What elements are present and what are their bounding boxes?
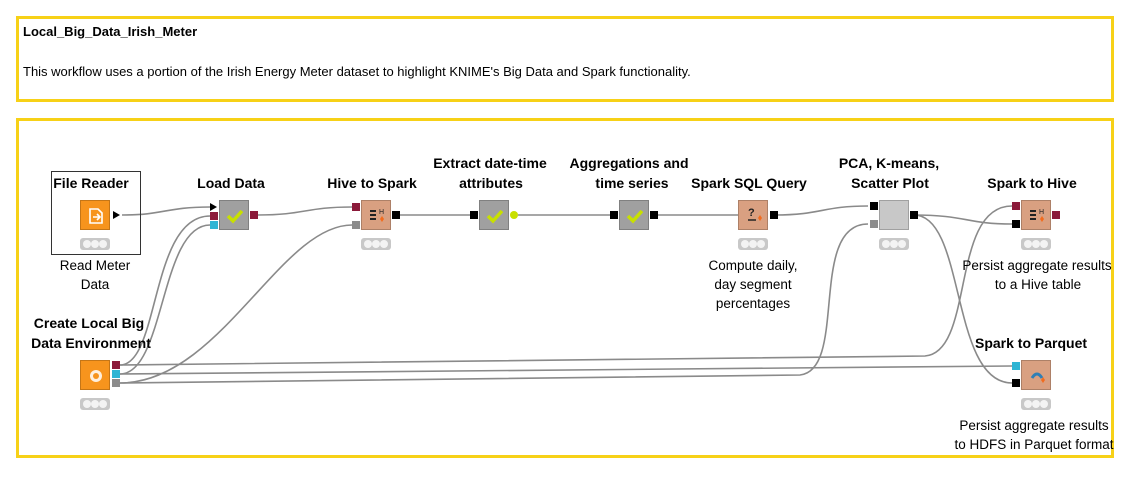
aggregations-title-line1: Aggregations and bbox=[569, 155, 689, 171]
extract-dt-output-port[interactable] bbox=[510, 211, 518, 219]
spark-to-parquet-input-data[interactable] bbox=[1012, 379, 1020, 387]
spark-sql-icon: ? bbox=[748, 207, 762, 221]
load-data-input-port-data[interactable] bbox=[210, 203, 217, 211]
file-reader-icon bbox=[89, 208, 103, 224]
file-reader-description-line1: Read Meter bbox=[59, 258, 131, 273]
connection-env-db-to-load-data bbox=[119, 215, 211, 366]
pca-input-port-spark[interactable] bbox=[870, 220, 878, 228]
hive-to-spark-title: Hive to Spark bbox=[327, 175, 417, 191]
svg-text:H: H bbox=[1039, 209, 1044, 216]
spark-to-hive-status-indicator bbox=[1021, 238, 1051, 250]
spark-sql-status-indicator bbox=[738, 238, 768, 250]
spark-to-hive-description-line2: to a Hive table bbox=[994, 277, 1082, 292]
load-data-input-port-hdfs[interactable] bbox=[210, 221, 218, 229]
pca-output-port[interactable] bbox=[910, 211, 918, 219]
svg-text:?: ? bbox=[748, 207, 755, 219]
aggregations-input-port[interactable] bbox=[610, 211, 618, 219]
create-env-title-line1: Create Local Big bbox=[33, 315, 145, 331]
spark-to-hive-input-data[interactable] bbox=[1012, 220, 1020, 228]
pca-status-indicator bbox=[879, 238, 909, 250]
load-data-input-port-db[interactable] bbox=[210, 212, 218, 220]
create-env-status-indicator bbox=[80, 398, 110, 410]
extract-dt-input-port[interactable] bbox=[470, 211, 478, 219]
spark-to-hive-input-db[interactable] bbox=[1012, 202, 1020, 210]
metanode-check-icon bbox=[226, 209, 244, 224]
pca-kmeans-scatter-metanode[interactable] bbox=[879, 200, 909, 230]
spark-sql-description-line3: percentages bbox=[715, 296, 791, 311]
aggregations-title-line2: time series bbox=[595, 175, 669, 191]
spark-sql-output-port[interactable] bbox=[770, 211, 778, 219]
hive-to-spark-input-db[interactable] bbox=[352, 203, 360, 211]
hive-to-spark-output-port[interactable] bbox=[392, 211, 400, 219]
spark-sql-description-line2: day segment bbox=[714, 277, 792, 292]
hive-to-spark-icon: H bbox=[370, 209, 384, 222]
connection-env-hdfs-to-spark-to-parquet bbox=[119, 365, 1013, 375]
file-reader-output-port[interactable] bbox=[113, 211, 120, 219]
connection-env-spark-to-pca bbox=[119, 223, 869, 384]
connection-load-data-to-hive-to-spark bbox=[257, 206, 353, 216]
spark-to-parquet-status-indicator bbox=[1021, 398, 1051, 410]
spark-sql-description-line1: Compute daily, bbox=[708, 258, 798, 273]
create-env-title-line2: Data Environment bbox=[31, 335, 151, 351]
spark-to-hive-icon: H bbox=[1030, 209, 1044, 222]
load-data-metanode[interactable] bbox=[219, 200, 249, 230]
spark-to-parquet-description-line2: to HDFS in Parquet format bbox=[954, 437, 1114, 452]
metanode-empty-icon bbox=[880, 201, 910, 231]
svg-text:H: H bbox=[379, 209, 384, 216]
create-local-big-data-environment-node[interactable] bbox=[80, 360, 110, 390]
aggregations-output-port[interactable] bbox=[650, 211, 658, 219]
connection-file-reader-to-load-data bbox=[121, 206, 211, 216]
connection-env-spark-to-hive-to-spark bbox=[119, 224, 353, 384]
file-reader-node[interactable] bbox=[80, 200, 110, 230]
file-reader-status-indicator bbox=[80, 238, 110, 250]
spark-to-parquet-node[interactable] bbox=[1021, 360, 1051, 390]
file-reader-description-line2: Data bbox=[80, 277, 110, 292]
spark-to-parquet-input-hdfs[interactable] bbox=[1012, 362, 1020, 370]
connection-pca-to-spark-to-parquet bbox=[913, 214, 1013, 384]
create-env-spark-port[interactable] bbox=[112, 379, 120, 387]
create-env-db-port[interactable] bbox=[112, 361, 120, 369]
extract-dt-title-line2: attributes bbox=[459, 175, 523, 191]
spark-to-hive-title: Spark to Hive bbox=[987, 175, 1077, 191]
load-data-output-port-db[interactable] bbox=[250, 211, 258, 219]
extract-dt-title-line1: Extract date-time bbox=[433, 155, 547, 171]
connection-pca-to-spark-to-hive bbox=[913, 214, 1013, 225]
pca-input-port-data[interactable] bbox=[870, 202, 878, 210]
connection-spark-sql-to-pca bbox=[774, 205, 869, 216]
hive-to-spark-node[interactable]: H bbox=[361, 200, 391, 230]
workflow-area-annotation[interactable] bbox=[16, 118, 1114, 458]
file-reader-title: File Reader bbox=[53, 175, 129, 191]
spark-sql-title: Spark SQL Query bbox=[691, 175, 807, 191]
aggregations-metanode[interactable] bbox=[619, 200, 649, 230]
spark-to-hive-description-line1: Persist aggregate results bbox=[962, 258, 1112, 273]
annotation-description: This workflow uses a portion of the Iris… bbox=[23, 64, 691, 79]
hive-to-spark-input-spark[interactable] bbox=[352, 221, 360, 229]
workflow-description-annotation[interactable]: Local_Big_Data_Irish_Meter This workflow… bbox=[16, 16, 1114, 102]
annotation-title: Local_Big_Data_Irish_Meter bbox=[23, 24, 198, 39]
extract-date-time-metanode[interactable] bbox=[479, 200, 509, 230]
pca-title-line2: Scatter Plot bbox=[851, 175, 929, 191]
spark-to-hive-output-db[interactable] bbox=[1052, 211, 1060, 219]
metanode-check-icon bbox=[626, 209, 644, 224]
pca-title-line1: PCA, K-means, bbox=[838, 155, 940, 171]
hive-to-spark-status-indicator bbox=[361, 238, 391, 250]
create-local-big-data-icon bbox=[90, 370, 102, 382]
metanode-check-icon bbox=[486, 209, 504, 224]
spark-sql-query-node[interactable]: ? bbox=[738, 200, 768, 230]
connection-env-db-to-spark-to-hive bbox=[119, 205, 1013, 366]
file-reader-selection-border bbox=[51, 171, 141, 255]
load-data-title: Load Data bbox=[197, 175, 265, 191]
connection-env-hdfs-to-load-data bbox=[119, 224, 211, 375]
spark-to-parquet-icon bbox=[1030, 372, 1045, 383]
spark-to-parquet-description-line1: Persist aggregate results bbox=[959, 418, 1109, 433]
spark-to-hive-node[interactable]: H bbox=[1021, 200, 1051, 230]
create-env-hdfs-port[interactable] bbox=[112, 370, 120, 378]
spark-to-parquet-title: Spark to Parquet bbox=[974, 335, 1088, 351]
